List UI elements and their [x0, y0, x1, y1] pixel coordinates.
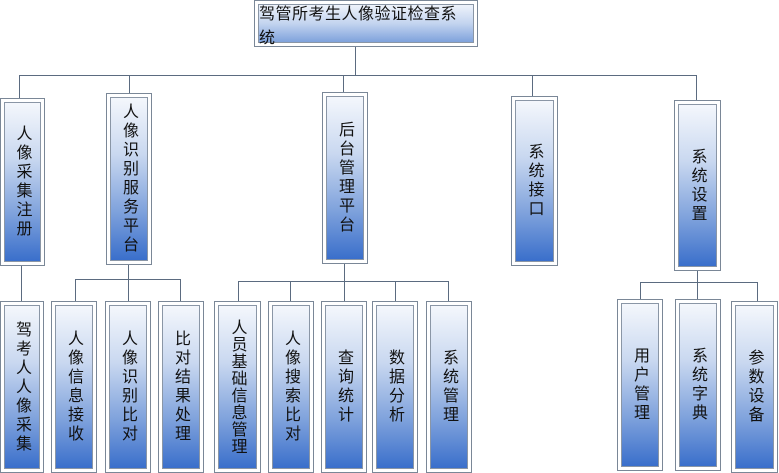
connector-l1-recognition	[129, 75, 130, 94]
connector-backend-2	[290, 281, 291, 301]
node-label: 人像识别服务平台	[120, 103, 139, 255]
node-label: 人像搜索比对	[282, 330, 301, 444]
node-label: 人员基础信息管理	[228, 319, 248, 455]
node-face-recognition-compare: 人像识别比对	[105, 301, 151, 473]
node-examinee-face-capture: 驾考人人像采集	[0, 301, 44, 473]
node-label: 驾考人人像采集	[13, 320, 32, 454]
node-label: 人像识别比对	[119, 330, 138, 444]
connector-settings-3	[757, 282, 758, 302]
connector-l1-backend	[343, 75, 344, 93]
node-system-interface: 系统接口	[511, 96, 558, 266]
connector-recognition-2	[128, 279, 129, 301]
node-label: 系统设置	[688, 147, 708, 224]
connector-capture-down	[21, 265, 22, 301]
node-label: 数据分析	[386, 349, 405, 425]
connector-backend-1	[238, 281, 239, 301]
connector-recognition-1	[75, 279, 76, 301]
node-system-management: 系统管理	[426, 301, 472, 473]
connector-l1-interface	[532, 75, 533, 97]
connector-l1-capture	[19, 75, 20, 99]
node-personnel-info-management: 人员基础信息管理	[214, 301, 261, 473]
node-backend-management-platform: 后台管理平台	[322, 92, 368, 264]
connector-backend-bus	[238, 281, 449, 282]
node-face-recognition-platform: 人像识别服务平台	[106, 93, 152, 265]
node-label: 后台管理平台	[336, 121, 355, 235]
node-user-management: 用户管理	[617, 299, 663, 471]
connector-backend-down	[344, 263, 345, 281]
connector-main-bus	[19, 75, 697, 76]
connector-settings-2	[697, 282, 698, 300]
node-label: 系统接口	[525, 143, 545, 219]
node-label: 参数设备	[745, 349, 765, 425]
node-system-settings: 系统设置	[674, 100, 721, 271]
connector-backend-5	[448, 281, 449, 301]
connector-root-down	[355, 46, 356, 76]
node-face-info-receive: 人像信息接收	[51, 301, 97, 473]
node-label: 系统字典	[689, 347, 708, 423]
node-parameter-devices: 参数设备	[731, 301, 778, 473]
node-label: 人像信息接收	[65, 330, 84, 444]
node-label: 用户管理	[631, 347, 650, 423]
node-face-capture-registration: 人像采集注册	[0, 98, 45, 266]
node-label: 系统管理	[440, 349, 459, 425]
node-label: 查询统计	[335, 349, 354, 425]
root-node-body: 驾管所考生人像验证检查系统	[258, 4, 474, 47]
connector-recognition-3	[180, 279, 181, 301]
connector-backend-4	[395, 281, 396, 301]
connector-settings-down	[697, 270, 698, 283]
connector-recognition-down	[128, 264, 129, 280]
connector-settings-1	[640, 282, 641, 300]
connector-settings-bus	[640, 282, 758, 283]
root-node: 驾管所考生人像验证检查系统	[254, 0, 478, 47]
node-label: 比对结果处理	[172, 330, 191, 444]
connector-l1-settings	[696, 75, 697, 101]
node-label: 人像采集注册	[13, 125, 33, 239]
node-query-statistics: 查询统计	[321, 301, 367, 473]
connector-backend-3	[344, 281, 345, 301]
node-data-analysis: 数据分析	[372, 301, 418, 473]
node-face-search-compare: 人像搜索比对	[268, 301, 314, 473]
node-compare-result-processing: 比对结果处理	[158, 301, 204, 473]
node-system-dictionary: 系统字典	[675, 299, 721, 471]
root-title: 驾管所考生人像验证检查系统	[259, 3, 458, 47]
